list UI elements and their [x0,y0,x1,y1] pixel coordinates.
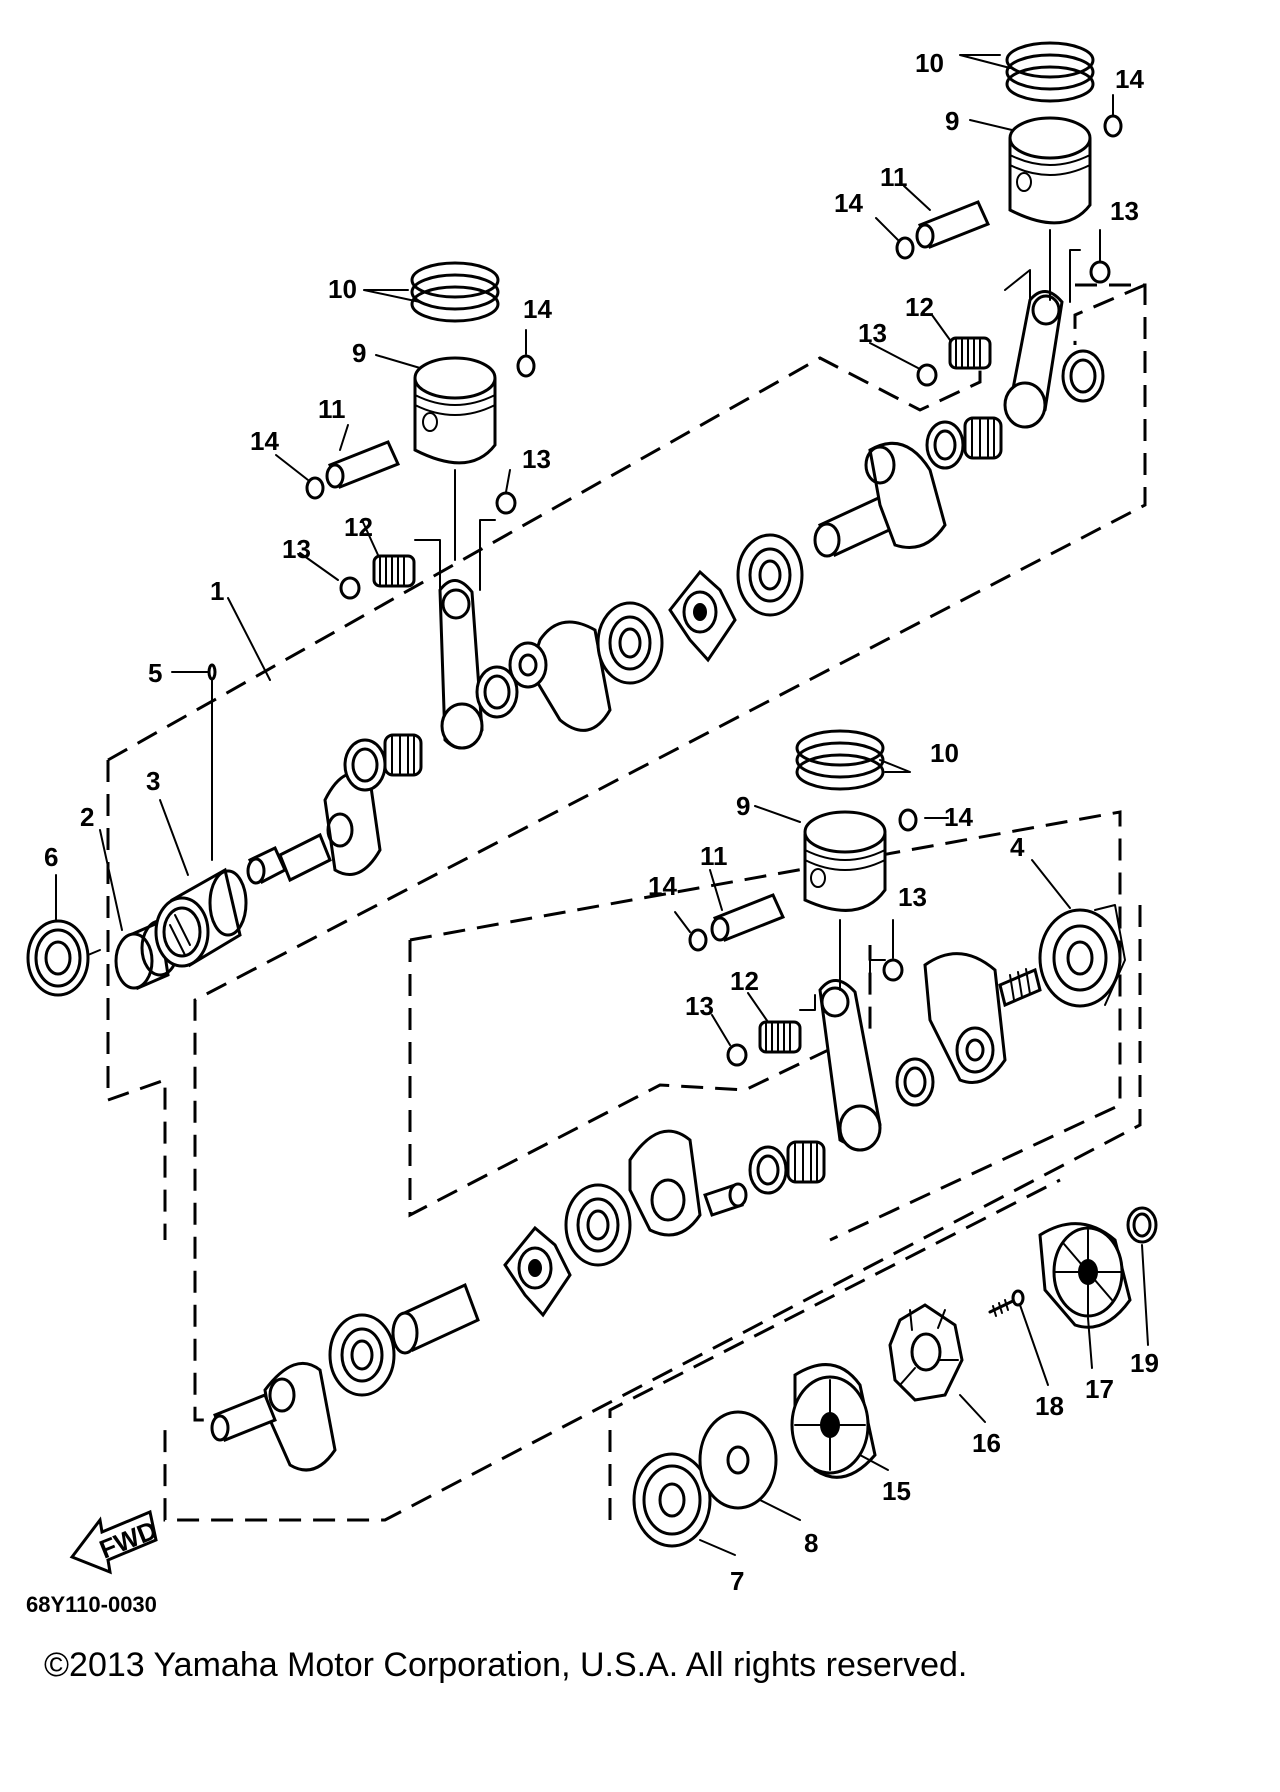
callout-7: 7 [730,1566,744,1596]
callout-9a: 9 [352,338,366,368]
callout-13d: 13 [1110,196,1139,226]
clip-14-top-left [305,354,536,500]
piston-pin-top-right [915,200,991,249]
callout-12b: 12 [905,292,934,322]
callout-14e: 14 [648,871,677,901]
piston-lower [803,810,887,912]
needle-bearing-12-top-left [372,554,416,588]
callout-11c: 11 [700,841,728,871]
callout-12a: 12 [344,512,373,542]
conrod-lower [799,919,886,1152]
piston-rings-top-right [1005,41,1095,103]
bearing-top-right [1061,349,1105,403]
callout-12c: 12 [730,966,759,996]
bearing-lower-left [328,1313,396,1397]
washer-13-lower [726,958,904,1067]
upper-crank-outline [106,283,1147,1422]
callout-13f: 13 [898,882,927,912]
bearing-center-1 [475,665,519,719]
oil-seal-7 [632,1452,712,1548]
bearing-center-2 [596,601,664,685]
bearing-3 [154,867,248,968]
callout-16: 16 [972,1428,1001,1458]
bearing-4 [1038,904,1126,1008]
crank-web-lower-center [628,1129,748,1237]
callout-14d: 14 [1115,64,1144,94]
bolt-18 [988,1289,1025,1317]
callout-6: 6 [44,842,58,872]
callout-labels: 1 2 3 4 5 6 7 8 9 9 9 10 10 10 11 11 11 … [44,48,1159,1596]
callout-11b: 11 [880,162,908,192]
labyrinth-seal-1 [668,569,737,663]
piston-rings-lower [795,729,885,791]
callout-2: 2 [80,802,94,832]
conrod-top-left [414,469,496,750]
callout-10b: 10 [915,48,944,78]
coupling-17 [1038,1222,1132,1329]
shaft-lower [391,1282,480,1355]
main-bearing-pair-2 [925,416,1003,470]
copyright-notice: ©2013 Yamaha Motor Corporation, U.S.A. A… [44,1646,968,1684]
piston-rings-top-left [410,261,500,323]
needle-bearing-12-lower [758,1020,802,1054]
labyrinth-seal-2 [503,1225,572,1318]
needle-bearing-12-top-right [948,336,992,370]
callout-13c: 13 [858,318,887,348]
bearing-lower-right-small [895,1057,935,1107]
callout-14c: 14 [834,188,863,218]
callout-4: 4 [1010,832,1025,862]
callout-15: 15 [882,1476,911,1506]
callout-17: 17 [1085,1374,1114,1404]
bearing-center-3 [736,533,804,617]
callout-13e: 13 [685,991,714,1021]
callout-10c: 10 [930,738,959,768]
callout-3: 3 [146,766,160,796]
callout-1: 1 [210,576,224,606]
callout-13a: 13 [282,534,311,564]
fwd-arrow-icon: FWD [69,1509,161,1575]
callout-9b: 9 [945,106,959,136]
piston-pin-lower [710,893,786,942]
diagram-code: 68Y110-0030 [26,1592,157,1617]
main-bearing-pair-3 [748,1140,826,1195]
washer-13-top-left [339,491,517,600]
crank-web-lower-right [923,952,1042,1084]
callout-14b: 14 [523,294,552,324]
callout-18: 18 [1035,1391,1064,1421]
damper-16 [888,1303,964,1402]
callout-8: 8 [804,1528,818,1558]
crank-web-right-1 [813,441,947,558]
piston-top-left [413,356,497,465]
callout-10a: 10 [328,274,357,304]
bearing-lower-center-1 [564,1183,632,1267]
callout-5: 5 [148,658,162,688]
crank-web-center-1 [508,620,612,732]
piston-top-right [1008,116,1092,225]
callout-13b: 13 [522,444,551,474]
oil-seal-6 [26,919,101,997]
clip-14-lower [688,808,918,952]
plate-8 [698,1410,778,1510]
callout-9c: 9 [736,791,750,821]
callout-14a: 14 [250,426,279,456]
callout-14f: 14 [944,802,973,832]
callout-19: 19 [1130,1348,1159,1378]
crank-web-lower-left [210,1361,337,1472]
piston-pin-top-left [325,440,401,489]
crank-web-left [246,771,382,885]
callout-11a: 11 [318,394,346,424]
pin-5 [207,663,217,861]
callout-leaders [55,54,1149,1556]
ring-19 [1126,1206,1158,1244]
conrod-top-right [1003,229,1081,429]
coupling-15 [790,1363,877,1479]
impeller-outline [608,1178,1061,1520]
main-bearing-pair-1 [343,733,423,792]
